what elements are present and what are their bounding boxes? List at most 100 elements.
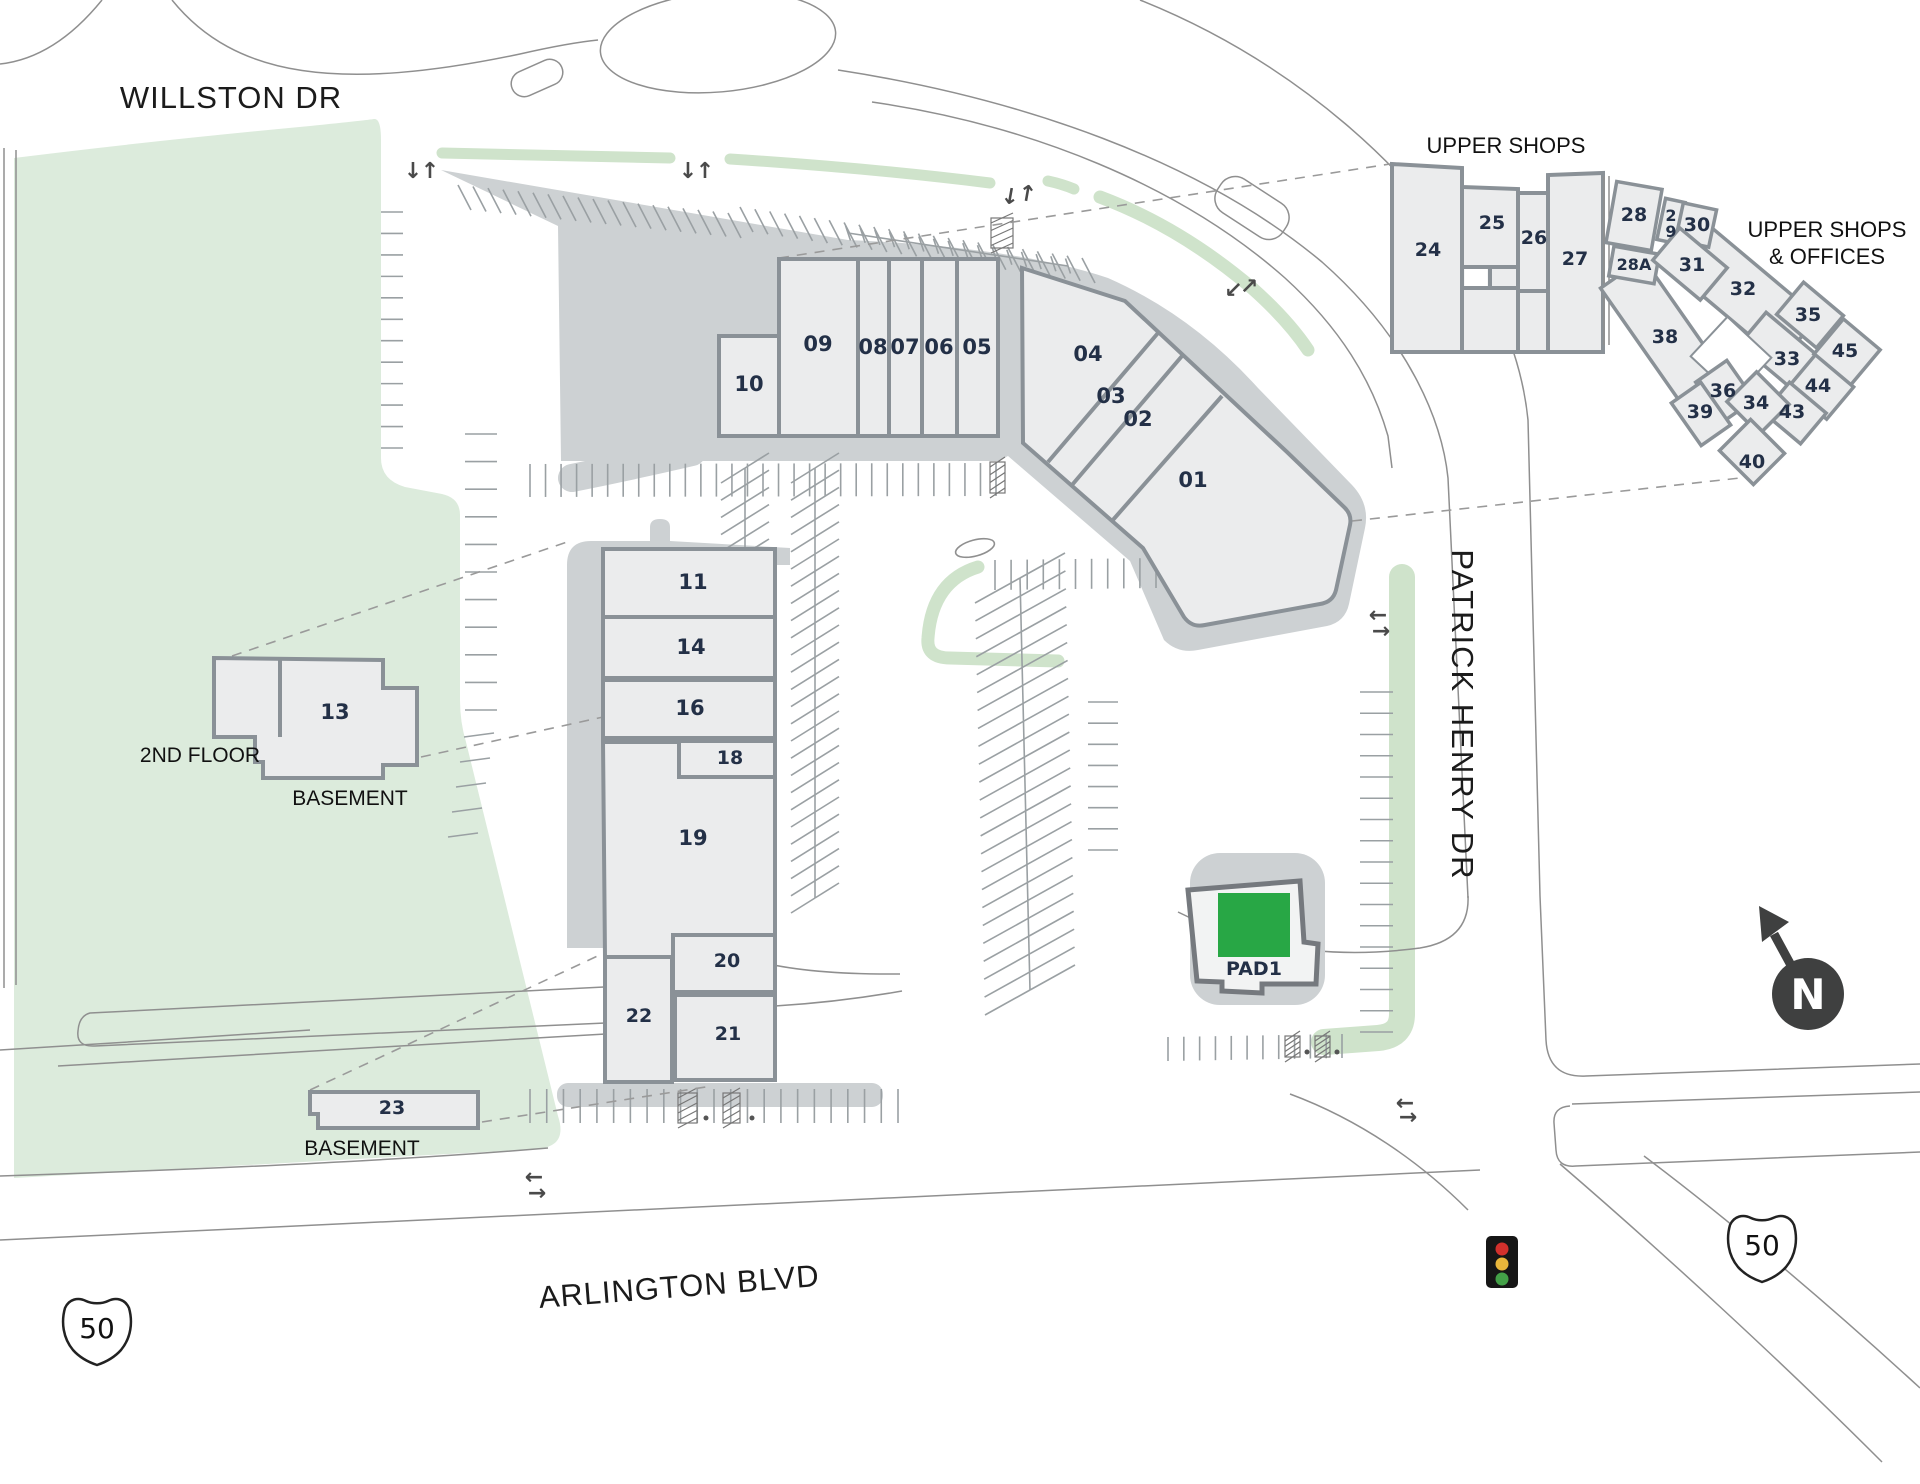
building-23: 23 BASEMENT <box>304 1090 480 1160</box>
unit-40[interactable] <box>1716 416 1788 488</box>
arrow-left-icon: ← <box>1369 603 1387 628</box>
unit-02-label: 02 <box>1123 407 1152 431</box>
sidewalk-bottom-band <box>557 1083 883 1107</box>
unit-45-label: 45 <box>1832 340 1858 362</box>
route-shield-icon <box>61 1297 133 1367</box>
unit-10-label: 10 <box>734 372 763 396</box>
unit-28A-label: 28A <box>1617 255 1652 274</box>
upper-shops-offices-label-2: & OFFICES <box>1769 244 1885 269</box>
unit-10[interactable] <box>717 334 781 438</box>
arrow-up-icon: ↑ <box>1016 181 1038 209</box>
unit-34-label: 34 <box>1743 392 1769 414</box>
arrow-right-icon: → <box>1399 1105 1417 1130</box>
route-shield-number: 50 <box>79 1312 115 1345</box>
unit-38-label: 38 <box>1652 326 1678 348</box>
landscape-green <box>14 118 1415 1178</box>
unit-24-label: 24 <box>1415 239 1441 261</box>
street-patrick-henry: PATRICK HENRY DR <box>1445 549 1480 880</box>
basement-13-label: BASEMENT <box>292 787 408 810</box>
arrow-right-icon: → <box>528 1181 546 1206</box>
unit-01-label: 01 <box>1178 468 1207 492</box>
route-shield-number: 50 <box>1744 1229 1780 1262</box>
unit-26-label: 26 <box>1521 227 1547 249</box>
unit-08-label: 08 <box>858 335 887 359</box>
north-compass: N <box>1759 906 1844 1030</box>
unit-21[interactable] <box>673 993 777 1082</box>
unit-13[interactable] <box>212 655 419 780</box>
route-shield-right: 50 <box>1726 1214 1798 1284</box>
unit-28[interactable] <box>1603 179 1665 253</box>
green-strip <box>921 560 1065 668</box>
green-strip <box>724 153 996 189</box>
unit-40-label: 40 <box>1739 451 1765 473</box>
arrow-left-icon: ← <box>1396 1091 1414 1116</box>
unit-09[interactable] <box>777 257 860 438</box>
unit-39[interactable] <box>1668 379 1734 449</box>
arrow-up-icon: ↑ <box>696 159 714 184</box>
unit-09-label: 09 <box>803 332 832 356</box>
block-01-04: 04 03 02 01 <box>1019 265 1353 628</box>
unit-20[interactable] <box>671 933 777 994</box>
unit-20-label: 20 <box>714 950 740 972</box>
unit-22-label: 22 <box>626 1005 652 1027</box>
hatched-stalls <box>677 212 1331 1129</box>
unit-28A[interactable] <box>1606 244 1662 286</box>
pad1-green-roof <box>1218 893 1290 957</box>
mid-column-buildings: 11 14 16 18 19 20 21 22 <box>600 547 777 1084</box>
unit-01-04-block[interactable] <box>1019 265 1353 628</box>
unit-23-label: 23 <box>379 1097 405 1119</box>
unit-30-label: 30 <box>1684 214 1710 236</box>
unit-16[interactable] <box>601 678 777 740</box>
unit-34[interactable] <box>1724 369 1792 437</box>
dashed-connectors <box>231 163 1750 1123</box>
north-badge <box>1772 958 1844 1030</box>
unit-07[interactable] <box>887 257 924 438</box>
unit-22[interactable] <box>603 955 674 1084</box>
unit-05[interactable] <box>955 257 1000 438</box>
green-strip <box>1093 190 1315 357</box>
unit-39-label: 39 <box>1687 401 1713 423</box>
unit-19-label: 19 <box>678 826 707 850</box>
unit-32-label: 32 <box>1730 278 1756 300</box>
unit-11[interactable] <box>601 547 777 619</box>
route-shield-icon <box>1726 1214 1798 1284</box>
unit-44-label: 44 <box>1805 375 1831 397</box>
street-willston: WILLSTON DR <box>120 80 342 115</box>
unit-13-label: 13 <box>320 700 349 724</box>
arrow-down-icon: ↓ <box>404 159 422 184</box>
unit-35[interactable] <box>1774 279 1846 351</box>
north-label: N <box>1790 970 1825 1019</box>
unit-23[interactable] <box>308 1090 480 1130</box>
unit-31-label: 31 <box>1679 254 1705 276</box>
unit-35-label: 35 <box>1795 304 1821 326</box>
unit-27-label: 27 <box>1562 248 1588 270</box>
north-arrowhead-icon <box>1759 906 1789 942</box>
green-strip <box>436 147 676 164</box>
traffic-light-icon <box>1486 1236 1518 1288</box>
unit-21-label: 21 <box>715 1023 741 1045</box>
pad1-label: PAD1 <box>1226 958 1282 980</box>
pad1-building: PAD1 <box>1185 878 1321 996</box>
arrow-right-icon: → <box>1372 619 1390 644</box>
unit-31[interactable] <box>1650 225 1730 303</box>
unit-25-label: 25 <box>1479 212 1505 234</box>
unit-43-label: 43 <box>1779 401 1805 423</box>
arrow-down-icon: ↓ <box>999 184 1021 212</box>
upper-shops-offices-label-1: UPPER SHOPS <box>1748 217 1907 242</box>
unit-06-label: 06 <box>924 335 953 359</box>
unit-36-label: 36 <box>1710 380 1736 402</box>
green-strip <box>1042 175 1080 195</box>
notch <box>1464 269 1488 286</box>
plaza-wing <box>558 438 706 492</box>
upper-shops-label: UPPER SHOPS <box>1427 133 1586 158</box>
unit-14[interactable] <box>601 615 777 680</box>
unit-33-label: 33 <box>1774 348 1800 370</box>
upper-shops-offices-cluster: 28 2 9 30 28A 31 32 38 35 33 45 44 36 34… <box>1598 179 1883 488</box>
arrow-left-icon: ← <box>525 1165 543 1190</box>
building-13: 13 2ND FLOOR BASEMENT <box>140 655 419 810</box>
unit-03-label: 03 <box>1096 384 1125 408</box>
upper-shops-cluster: 24 25 26 27 <box>1390 161 1610 354</box>
accessible-stall-dots <box>703 1049 1340 1121</box>
